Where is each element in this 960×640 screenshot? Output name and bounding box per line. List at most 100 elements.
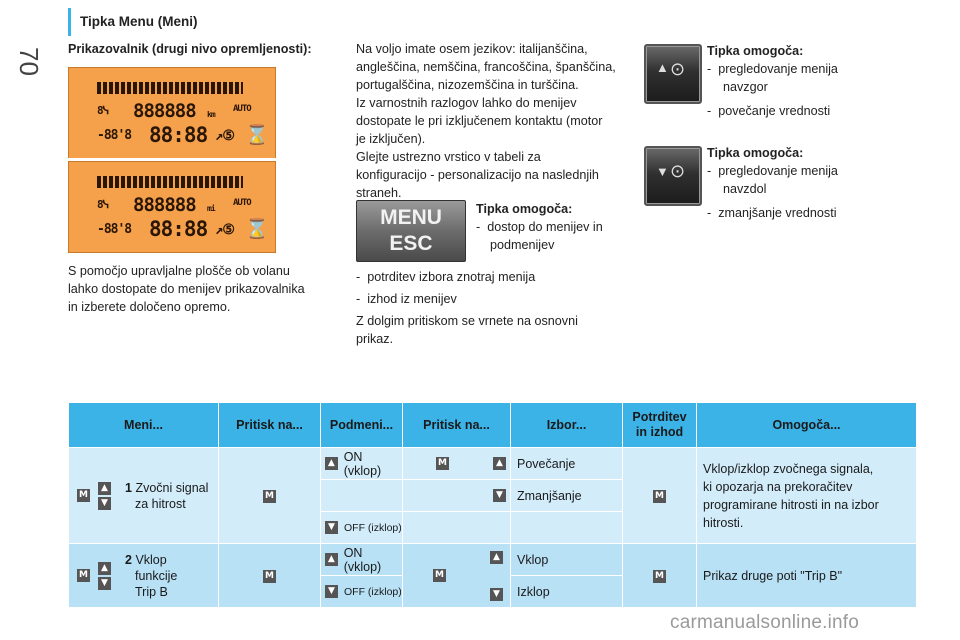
description-line: Prikaz druge poti "Trip B" [703, 568, 843, 583]
description-cell: Vklop/izklop zvočnega signala, ki opozar… [696, 447, 917, 544]
submenu-cell: ▲ON (vklop) [320, 447, 403, 480]
down-key-icon: ▼ [98, 496, 111, 510]
press-cell [402, 511, 511, 544]
up-key-image: ▲ ⊙ [644, 44, 702, 104]
down-key-icon: ▼ [325, 585, 338, 598]
menu-key-icon: M [77, 489, 90, 502]
col-header: Omogoča... [696, 402, 917, 448]
up-key-item: povečanje vrednosti [718, 104, 831, 118]
menu-key-title: Tipka omogoča: [476, 202, 573, 216]
selection-decrease: Zmanjšanje [517, 488, 582, 503]
note-line: Z dolgim pritiskom se vrnete na osnovni [356, 314, 578, 328]
up-key-item: pregledovanje menija [718, 62, 838, 76]
selection-cell: Povečanje [510, 447, 623, 480]
selection-off: Izklop [517, 584, 550, 599]
submenu-cell: ▼ OFF (izklop) [320, 575, 403, 608]
lcd-wrench-icon: ↗⑤ [215, 128, 235, 144]
up-key-icon: ▲ [325, 553, 338, 566]
menu-key-icon: M [436, 457, 449, 470]
press-cell: M [218, 543, 321, 608]
menu-cell: M ▲ ▼ 1 Zvočni signal za hitrost [68, 447, 219, 544]
down-key-functions: Tipka omogoča: - pregledovanje menija na… [707, 144, 838, 222]
menu-key-icon: M [263, 569, 276, 583]
text-line: S pomočjo upravljalne plošče ob volanu [68, 264, 290, 278]
down-key-title: Tipka omogoča: [707, 146, 804, 160]
text-line: Glejte ustrezno vrstico v tabeli za [356, 150, 541, 164]
lcd-unit: mi [207, 204, 216, 213]
esc-key-label: ESC [389, 232, 433, 255]
up-key-icon: ▲ [490, 550, 503, 564]
col-header: Potrditev in izhod [622, 402, 697, 448]
up-key-icon: ▲ [493, 457, 506, 470]
up-key-icon: ▲ [98, 481, 111, 495]
lcd-clock: 88:88 [149, 217, 208, 241]
dash: - [356, 270, 361, 284]
lcd-clock: 88:88 [149, 123, 208, 147]
press-cell: M ▲ ▼ [402, 543, 511, 608]
description-line: hitrosti. [703, 515, 744, 530]
submenu-cell: ▼OFF (izklop) [320, 511, 403, 544]
menu-key-functions: Tipka omogoča: - dostop do menijev in po… [476, 200, 603, 254]
confirm-cell: M [622, 543, 697, 608]
menu-number: 1 [125, 480, 132, 495]
menu-key-icon: M [77, 569, 90, 582]
submenu-on: ON (vklop) [343, 545, 382, 574]
light-icon: ⊙ [670, 161, 686, 181]
submenu-off: OFF (izklop) [344, 585, 402, 598]
lcd-separator [68, 158, 276, 161]
dash: - [707, 206, 712, 220]
up-key-functions: Tipka omogoča: - pregledovanje menija na… [707, 42, 838, 120]
text-line: dostopate le pri izključenem kontaktu (m… [356, 114, 603, 128]
menu-key-list: - potrditev izbora znotraj menija - izho… [356, 268, 578, 348]
text-line: je izključen). [356, 132, 426, 146]
selection-cell: Vklop [510, 543, 623, 576]
lcd-auto: AUTO [233, 198, 252, 208]
selection-increase: Povečanje [517, 456, 576, 471]
lcd-temperature: -88'8 [97, 128, 132, 143]
menu-label: Zvočni signal [135, 480, 209, 495]
table-row: M ▲ ▼ 1 Zvočni signal za hitrost M ▲ON (… [68, 447, 917, 544]
dash: - [707, 164, 712, 178]
down-key-icon: ▼ [325, 521, 338, 534]
col-header: Izbor... [510, 402, 623, 448]
up-key-icon: ▲ [98, 561, 111, 575]
lcd-seat-icon: 8ᓭ [97, 198, 109, 211]
menu-key-item: dostop do menijev in [487, 220, 603, 234]
section-accent-bar [68, 8, 71, 36]
description-line: Vklop/izklop zvočnega signala, [703, 461, 874, 476]
display-description: S pomočjo upravljalne plošče ob volanu l… [68, 262, 305, 316]
down-key-icon: ▼ [98, 576, 111, 590]
watermark: carmanualsonline.info [670, 612, 860, 633]
col-header: Pritisk na... [218, 402, 321, 448]
dash: - [476, 220, 481, 234]
selection-cell [510, 511, 623, 544]
text-line: in izberete določeno opremo. [68, 300, 231, 314]
text-line: angleščina, nemščina, francoščina, španš… [356, 60, 616, 74]
page-number: 70 [13, 47, 44, 76]
menu-cell: M ▲ ▼ 2 Vklop funkcije Trip B [68, 543, 219, 608]
table-row: ▼OFF (izklop) [69, 511, 917, 544]
text-line: Na voljo imate osem jezikov: italijanšči… [356, 42, 588, 56]
table-row: ▼ OFF (izklop) Izklop [69, 575, 917, 608]
table-row: ▼ Zmanjšanje [69, 479, 917, 512]
lcd-display-mi: 8ᓭ 888888 mi AUTO -88'8 88:88 ↗⑤ ⌛ [68, 161, 276, 253]
list-item: potrditev izbora znotraj menija [367, 270, 536, 284]
menu-key-icon: M [263, 489, 276, 503]
menu-table: Meni... Pritisk na... Podmeni... Pritisk… [68, 402, 917, 608]
text-line: portugalščina, nizozemščina in turščina. [356, 78, 579, 92]
col-header: Pritisk na... [402, 402, 511, 448]
submenu-cell: ▲ ON (vklop) [320, 543, 403, 576]
dash: - [356, 292, 361, 306]
submenu-on: ON (vklop) [343, 449, 382, 478]
confirm-cell: M [622, 447, 697, 544]
menu-key-icon: M [653, 489, 666, 503]
dash: - [707, 62, 712, 76]
lcd-auto: AUTO [233, 104, 252, 114]
menu-key-item: podmenijev [490, 238, 555, 252]
light-icon: ⊙ [670, 59, 686, 79]
col-header: Meni... [68, 402, 219, 448]
up-arrow-icon: ▲ [656, 60, 669, 75]
menu-key-label: MENU [380, 206, 442, 229]
selection-cell: Zmanjšanje [510, 479, 623, 512]
table-row: M ▲ ▼ 2 Vklop funkcije Trip B M ▲ ON (vkl… [68, 543, 917, 608]
